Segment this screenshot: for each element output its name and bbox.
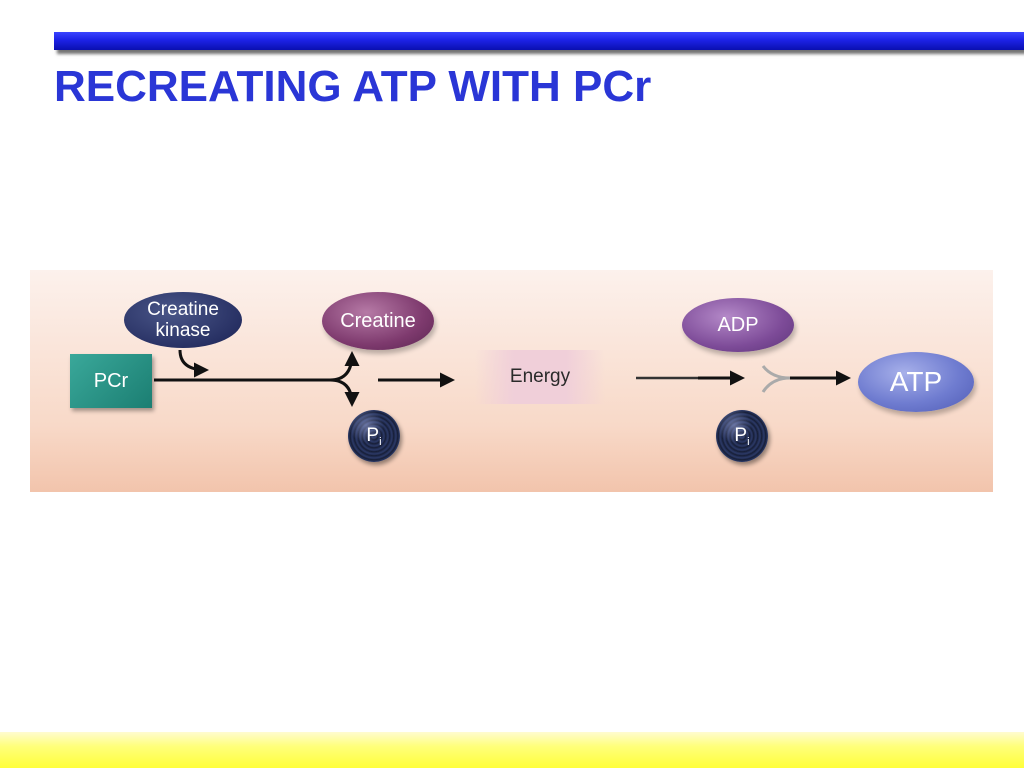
creatine-kinase-label-line2: kinase bbox=[155, 320, 211, 341]
split-to-creatine-arrow bbox=[329, 351, 360, 382]
pi-subscript-1: i bbox=[379, 435, 382, 448]
pcr-label: PCr bbox=[93, 369, 129, 392]
split-to-pi-arrow bbox=[329, 378, 360, 407]
reaction-arrows bbox=[154, 349, 851, 407]
atp-label: ATP bbox=[889, 366, 943, 397]
pi-letter-2: P bbox=[734, 424, 748, 446]
pi-letter-1: P bbox=[366, 424, 380, 446]
phosphate-ball-2: Pi bbox=[716, 410, 768, 462]
energy-box: Energy bbox=[475, 350, 605, 404]
merge-adp-branch bbox=[761, 365, 791, 380]
creatine-label: Creatine bbox=[340, 309, 416, 332]
creatine-oval: Creatine bbox=[322, 292, 434, 350]
merge-pi-branch bbox=[761, 376, 791, 393]
pcr-box: PCr bbox=[70, 354, 152, 408]
top-accent-bar bbox=[54, 32, 1024, 50]
slide-title: RECREATING ATP WITH PCr bbox=[54, 62, 652, 111]
atp-oval: ATP bbox=[858, 352, 974, 412]
reaction-diagram: Creatine kinase PCr Creatine Pi Energy A… bbox=[30, 270, 993, 492]
energy-label: Energy bbox=[509, 366, 571, 387]
creatine-kinase-oval: Creatine kinase bbox=[124, 292, 242, 348]
bottom-accent-bar bbox=[0, 732, 1024, 768]
adp-oval: ADP bbox=[682, 298, 794, 352]
pi-label-1: Pi bbox=[366, 425, 381, 448]
phosphate-ball-1: Pi bbox=[348, 410, 400, 462]
kinase-arrow bbox=[178, 349, 209, 378]
pi-subscript-2: i bbox=[747, 435, 750, 448]
pi-label-2: Pi bbox=[734, 425, 749, 448]
adp-label: ADP bbox=[717, 313, 759, 336]
creatine-kinase-label-line1: Creatine bbox=[147, 299, 219, 320]
